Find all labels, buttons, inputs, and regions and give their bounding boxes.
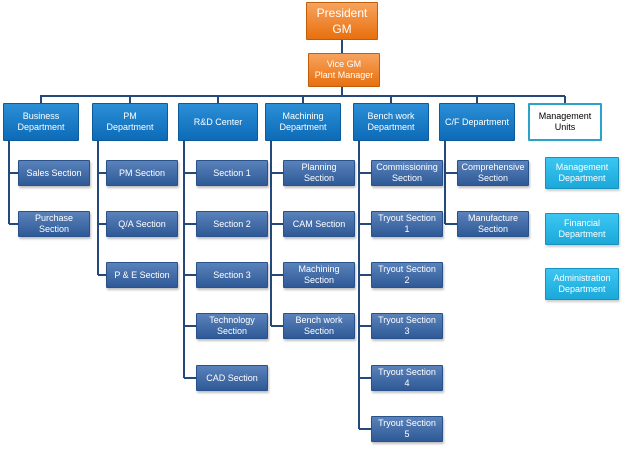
section-label: Planning Section bbox=[301, 162, 337, 183]
section-label: Financial Department bbox=[558, 218, 606, 239]
department-label: Management Units bbox=[538, 111, 592, 132]
department-label: Machining Department bbox=[279, 111, 327, 132]
section-label: Tryout Section 3 bbox=[378, 315, 436, 336]
section-purchase-section[interactable]: Purchase Section bbox=[18, 211, 90, 237]
vice-gm-label: Vice GM Plant Manager bbox=[314, 59, 374, 80]
section-label: P & E Section bbox=[114, 269, 170, 280]
president-label: President GM bbox=[316, 6, 368, 36]
section-tryout-section-5[interactable]: Tryout Section 5 bbox=[371, 416, 443, 442]
section-section-1[interactable]: Section 1 bbox=[196, 160, 268, 186]
department-c-f-department[interactable]: C/F Department bbox=[439, 103, 515, 141]
section-sales-section[interactable]: Sales Section bbox=[18, 160, 90, 186]
section-tryout-section-3[interactable]: Tryout Section 3 bbox=[371, 313, 443, 339]
section-commissioning-section[interactable]: Commissioning Section bbox=[371, 160, 443, 186]
section-section-3[interactable]: Section 3 bbox=[196, 262, 268, 288]
department-label: PM Department bbox=[106, 111, 154, 132]
section-label: Tryout Section 4 bbox=[378, 367, 436, 388]
department-pm-department[interactable]: PM Department bbox=[92, 103, 168, 141]
section-manufacture-section[interactable]: Manufacture Section bbox=[457, 211, 529, 237]
section-label: CAM Section bbox=[292, 218, 346, 229]
section-label: Management Department bbox=[555, 162, 609, 183]
section-technology-section[interactable]: Technology Section bbox=[196, 313, 268, 339]
section-machining-section[interactable]: Machining Section bbox=[283, 262, 355, 288]
department-randd-center[interactable]: R&D Center bbox=[178, 103, 258, 141]
section-label: CAD Section bbox=[206, 372, 258, 383]
section-label: Section 3 bbox=[213, 269, 251, 280]
section-tryout-section-1[interactable]: Tryout Section 1 bbox=[371, 211, 443, 237]
section-label: Administration Department bbox=[553, 273, 611, 294]
section-pm-section[interactable]: PM Section bbox=[106, 160, 178, 186]
section-section-2[interactable]: Section 2 bbox=[196, 211, 268, 237]
section-label: Bench work Section bbox=[295, 315, 343, 336]
section-p-and-e-section[interactable]: P & E Section bbox=[106, 262, 178, 288]
department-machining-department[interactable]: Machining Department bbox=[265, 103, 341, 141]
department-label: Business Department bbox=[17, 111, 65, 132]
section-label: Section 2 bbox=[213, 218, 251, 229]
section-label: PM Section bbox=[118, 167, 166, 178]
department-bench-work-department[interactable]: Bench work Department bbox=[353, 103, 429, 141]
section-label: Tryout Section 1 bbox=[378, 213, 436, 234]
section-label: Tryout Section 2 bbox=[378, 264, 436, 285]
section-label: Commissioning Section bbox=[376, 162, 438, 183]
department-label: C/F Department bbox=[444, 116, 510, 127]
section-tryout-section-4[interactable]: Tryout Section 4 bbox=[371, 365, 443, 391]
section-label: Machining Section bbox=[298, 264, 340, 285]
section-comprehensive-section[interactable]: Comprehensive Section bbox=[457, 160, 529, 186]
section-cad-section[interactable]: CAD Section bbox=[196, 365, 268, 391]
section-label: Purchase Section bbox=[34, 213, 74, 234]
section-financial-department[interactable]: Financial Department bbox=[545, 213, 619, 245]
section-label: Tryout Section 5 bbox=[378, 418, 436, 439]
department-management-units[interactable]: Management Units bbox=[528, 103, 602, 141]
section-label: Section 1 bbox=[213, 167, 251, 178]
section-label: Comprehensive Section bbox=[461, 162, 525, 183]
section-administration-department[interactable]: Administration Department bbox=[545, 268, 619, 300]
section-bench-work-section[interactable]: Bench work Section bbox=[283, 313, 355, 339]
section-tryout-section-2[interactable]: Tryout Section 2 bbox=[371, 262, 443, 288]
section-planning-section[interactable]: Planning Section bbox=[283, 160, 355, 186]
president-box[interactable]: President GM bbox=[306, 2, 378, 40]
section-label: Sales Section bbox=[26, 167, 82, 178]
section-management-department[interactable]: Management Department bbox=[545, 157, 619, 189]
vice-gm-box[interactable]: Vice GM Plant Manager bbox=[308, 53, 380, 87]
department-business-department[interactable]: Business Department bbox=[3, 103, 79, 141]
section-label: Manufacture Section bbox=[467, 213, 519, 234]
section-q-a-section[interactable]: Q/A Section bbox=[106, 211, 178, 237]
section-label: Q/A Section bbox=[118, 218, 166, 229]
section-cam-section[interactable]: CAM Section bbox=[283, 211, 355, 237]
section-label: Technology Section bbox=[209, 315, 255, 336]
department-label: Bench work Department bbox=[367, 111, 415, 132]
department-label: R&D Center bbox=[193, 116, 243, 127]
